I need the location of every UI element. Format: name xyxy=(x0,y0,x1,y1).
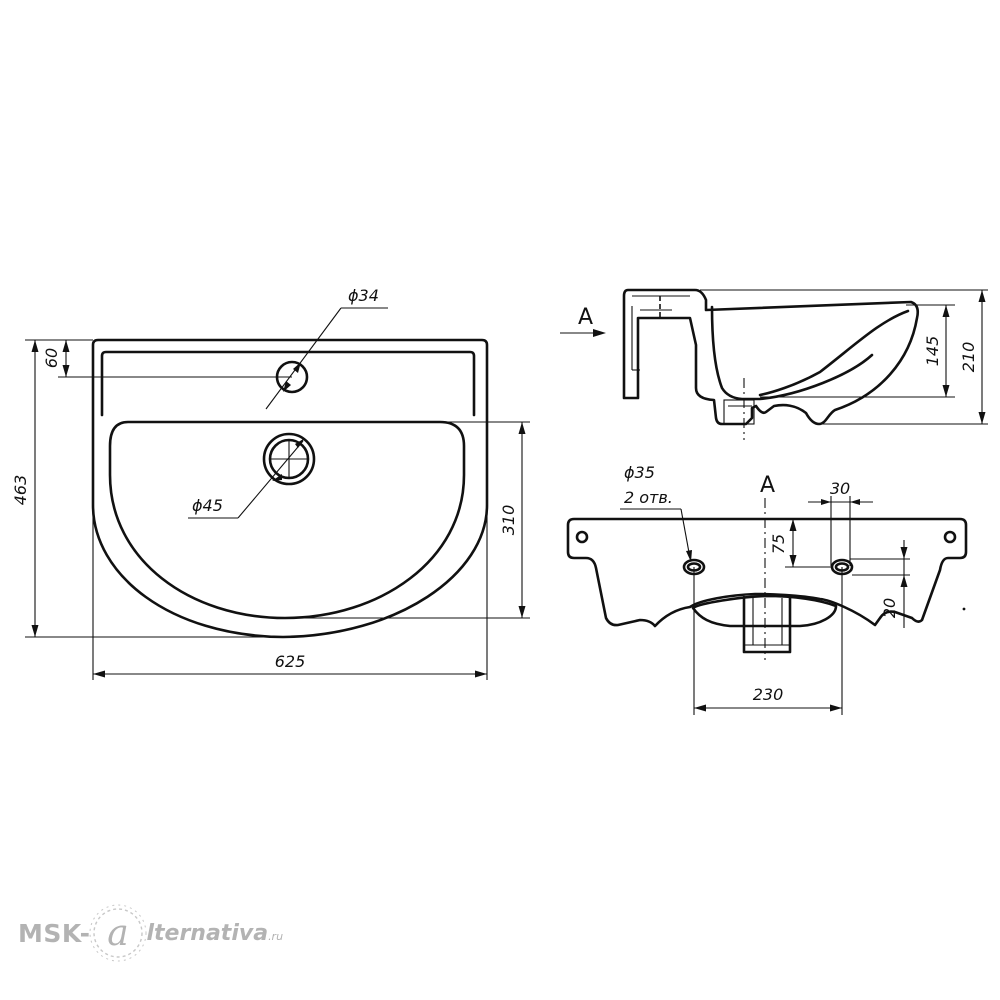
dim-height: 463 xyxy=(11,339,283,638)
dim-hole-spacing: 230 xyxy=(693,567,843,715)
rear-bowl-curve xyxy=(691,594,838,628)
section-marker-label: A xyxy=(578,305,593,330)
dim-width-label: 625 xyxy=(275,652,306,671)
dim-bowl-label: 310 xyxy=(499,505,518,536)
dim-hole-offset-label: 30 xyxy=(830,479,850,498)
dim-total-height-label: 210 xyxy=(959,342,978,373)
side-inner-wall xyxy=(710,305,874,401)
side-section-view: A 145 210 xyxy=(560,288,988,440)
side-inner-curve xyxy=(758,309,910,397)
dim-bowl: 310 xyxy=(285,421,530,619)
dim-bowl-height: 145 xyxy=(760,304,955,398)
rear-view: A ϕ35 2 отв. 230 xyxy=(566,463,968,715)
rear-view-label: A xyxy=(760,473,775,498)
dim-hole-rise-label: 20 xyxy=(880,598,899,618)
dim-height-label: 463 xyxy=(11,475,30,506)
shelf-inner-line xyxy=(100,350,476,417)
drain-outlet xyxy=(723,399,755,425)
dim-hole-rise: 20 xyxy=(850,540,910,628)
leader-drain: ϕ45 xyxy=(188,438,305,519)
watermark-logo: MSK- a lternativa.ru xyxy=(18,898,283,968)
top-view: 625 463 60 310 xyxy=(11,286,530,680)
drain-label: ϕ45 xyxy=(192,496,223,515)
dim-hole-offset: 30 xyxy=(808,479,873,566)
dim-shelf: 60 xyxy=(42,340,292,378)
rear-hole-diameter-label: ϕ35 xyxy=(624,463,655,482)
watermark-left-text: MSK- xyxy=(18,918,91,948)
rear-hole-count-label: 2 отв. xyxy=(624,488,673,507)
watermark-right-text: lternativa.ru xyxy=(146,920,284,946)
svg-text:a: a xyxy=(108,913,129,954)
dim-width: 625 xyxy=(92,505,488,680)
tap-hole-label: ϕ34 xyxy=(348,286,379,305)
dim-hole-height-label: 75 xyxy=(769,534,788,554)
dim-total-height: 210 xyxy=(700,289,988,425)
drain-outer xyxy=(262,432,316,486)
bowl-outline xyxy=(108,420,466,620)
dim-hole-height: 75 xyxy=(769,518,832,568)
mount-hole-left xyxy=(575,530,589,544)
rear-outline xyxy=(566,517,968,628)
at-sign-icon: a xyxy=(88,903,148,963)
side-outer-profile xyxy=(622,288,920,426)
mount-hole-right xyxy=(943,530,957,544)
leader-rear-holes: ϕ35 2 отв. xyxy=(620,463,692,562)
leader-tap-hole: ϕ34 xyxy=(265,286,388,410)
dim-hole-spacing-label: 230 xyxy=(753,685,784,704)
rear-drain-neck xyxy=(742,595,792,654)
dim-shelf-label: 60 xyxy=(42,348,61,368)
section-arrow: A xyxy=(560,305,606,337)
basin-top-outline xyxy=(91,338,489,639)
dim-bowl-height-label: 145 xyxy=(923,336,942,367)
